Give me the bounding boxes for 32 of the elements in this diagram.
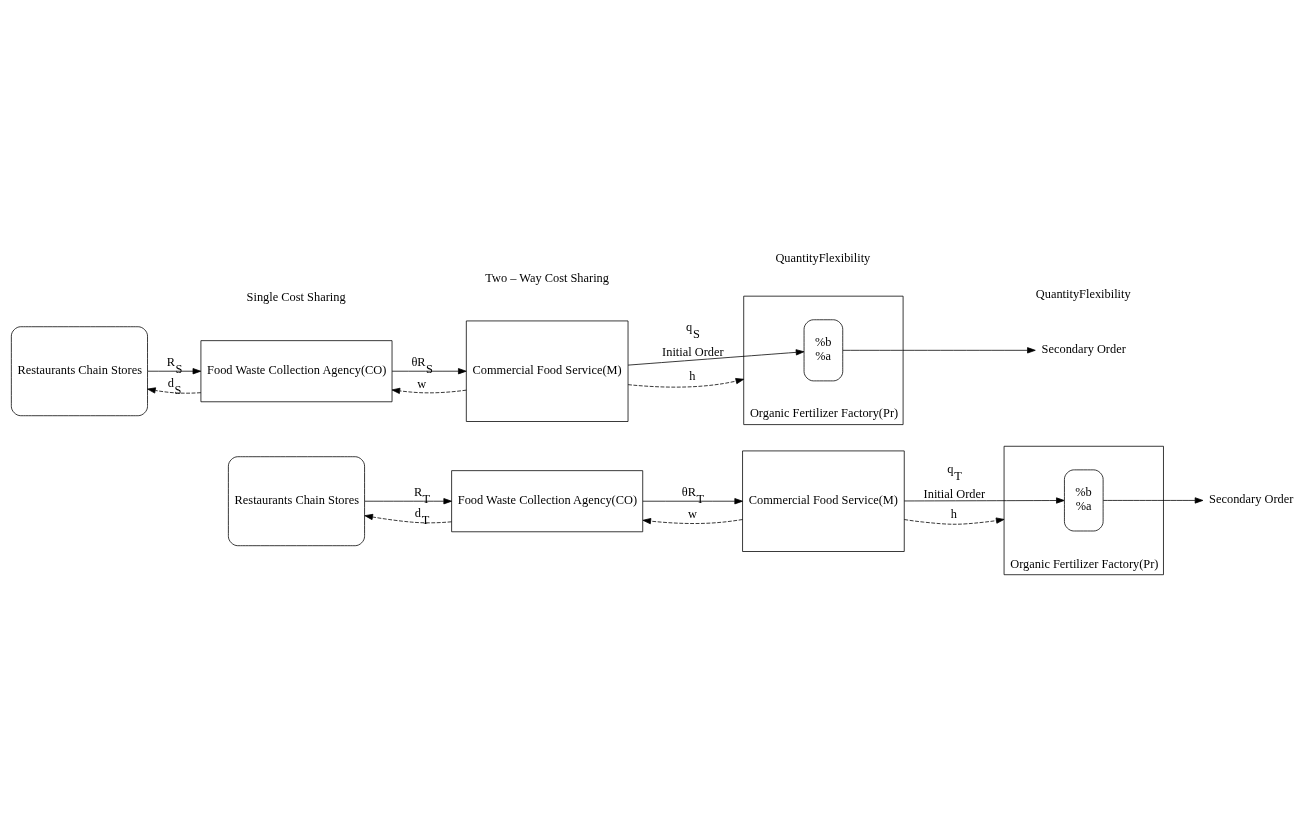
edge-label: h [950, 506, 957, 521]
arrow [391, 387, 467, 394]
edge-label: h [689, 368, 696, 383]
arrow [147, 367, 202, 374]
arrow [842, 346, 1036, 353]
edge-label: w [417, 376, 427, 391]
arrow [642, 497, 743, 504]
arrow [391, 367, 467, 374]
arrow [903, 496, 1065, 504]
arrow [642, 517, 743, 524]
arrow [627, 377, 745, 387]
label: QuantityFlexibility [1035, 286, 1131, 301]
node-box: %b %a [803, 318, 844, 381]
arrow [364, 513, 452, 523]
arrow [147, 386, 202, 394]
arrow [1102, 496, 1204, 504]
node-box: Food Waste Collection Agency(CO) [200, 339, 393, 402]
label: QuantityFlexibility [775, 250, 871, 265]
node-text: Secondary Order [1041, 341, 1126, 356]
node-box: Commercial Food Service(M) [465, 320, 629, 422]
node-box: %b %a [1064, 469, 1104, 531]
node-box: Restaurants Chain Stores [10, 325, 148, 416]
label: Single Cost Sharing [246, 289, 346, 304]
node-box: Commercial Food Service(M) [742, 450, 905, 552]
node-box: Food Waste Collection Agency(CO) [451, 469, 644, 532]
node-box: Restaurants Chain Stores [228, 455, 365, 546]
label: Two – Way Cost Sharing [485, 270, 610, 285]
arrow [364, 497, 452, 504]
arrow [903, 517, 1005, 525]
node-text: Secondary Order [1209, 491, 1294, 506]
arrow [627, 348, 805, 365]
edge-label: w [688, 506, 697, 521]
